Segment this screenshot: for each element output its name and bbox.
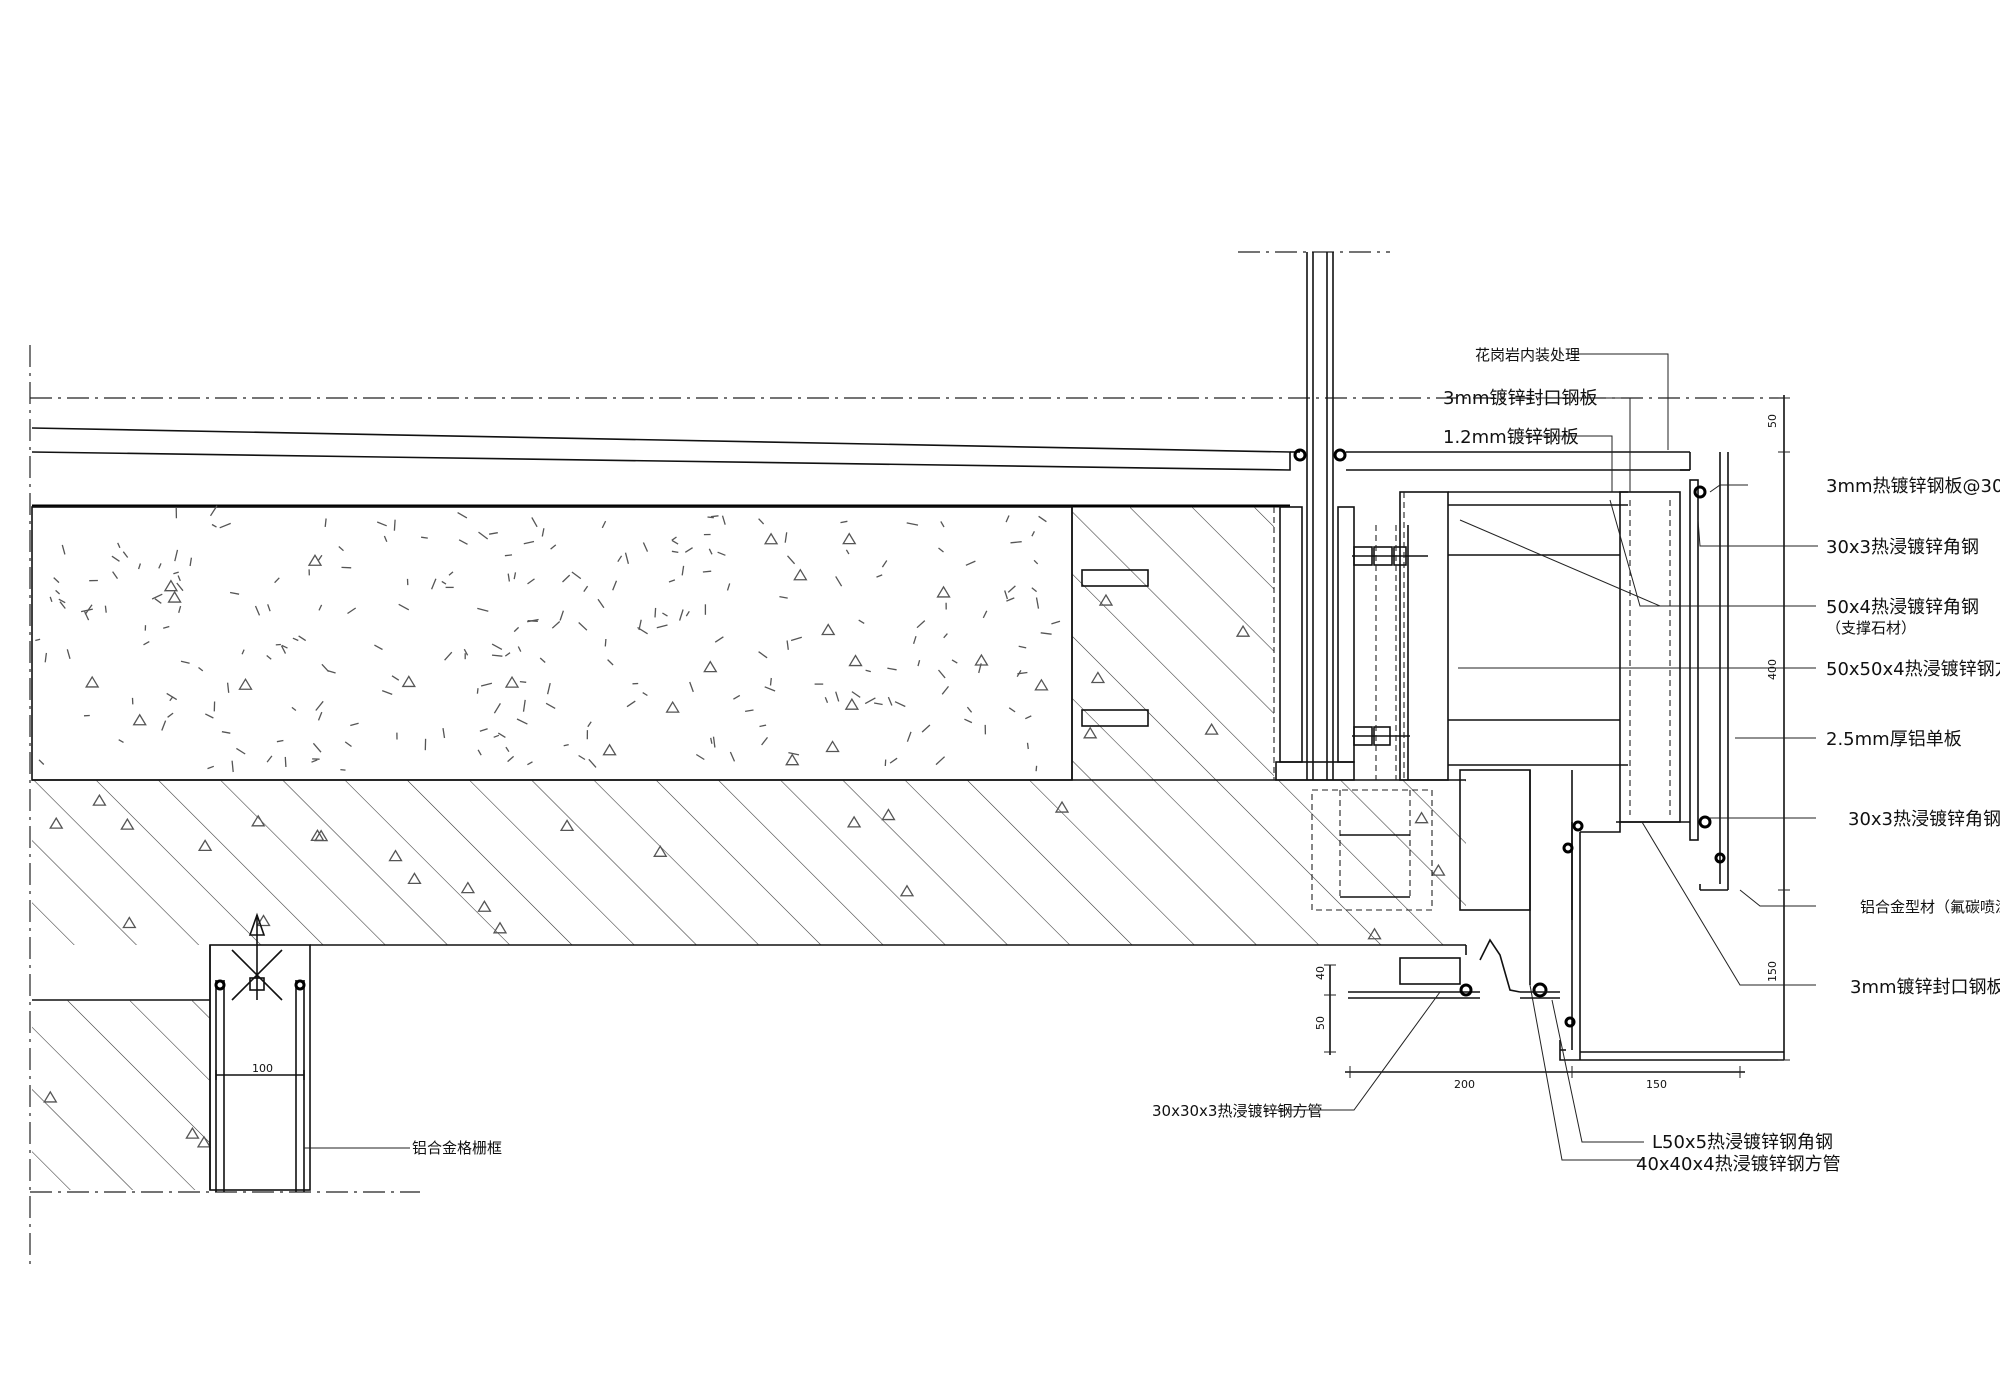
- top-finish-slab: [31, 427, 1691, 508]
- reference-lines: [29, 251, 1785, 1270]
- label-al-grille-frame: 铝合金格栅框: [412, 1139, 502, 1157]
- dimension-lines: [1324, 395, 1790, 1078]
- glass-balustrade: [1273, 252, 1355, 781]
- hatched-concrete: [32, 507, 1466, 1190]
- label-angle-L50x5: L50x5热浸镀锌钢角钢: [1652, 1132, 1833, 1153]
- annotations: 花岗岩内装处理 3mm镀锌封口钢板 1.2mm镀锌钢板 3mm热镀锌钢板@300…: [412, 346, 2000, 1175]
- dimension-text: 50 400 150 40 50 200 150 100: [252, 414, 1779, 1091]
- label-angle-30x3-top: 30x3热浸镀锌角钢: [1826, 537, 1979, 558]
- label-hdg-plate-300: 3mm热镀锌钢板@300: [1826, 476, 2000, 497]
- label-seal-plate-bottom: 3mm镀锌封口钢板: [1850, 977, 2000, 998]
- dim-400: 400: [1766, 659, 1779, 680]
- aggregate-concrete: [31, 505, 1073, 781]
- label-angle-30x3-bottom: 30x3热浸镀锌角钢: [1848, 809, 2000, 830]
- dim-150-bottom: 150: [1646, 1078, 1667, 1091]
- label-tube-50x50x4: 50x50x4热浸镀锌钢方管: [1826, 659, 2000, 680]
- dim-100: 100: [252, 1062, 273, 1075]
- label-granite-treatment: 花岗岩内装处理: [1475, 346, 1580, 364]
- leader-lines: [304, 353, 1818, 1161]
- label-angle-50x4: 50x4热浸镀锌角钢: [1826, 597, 1979, 618]
- label-tube-40x40x4: 40x40x4热浸镀锌钢方管: [1636, 1154, 1841, 1175]
- dim-200: 200: [1454, 1078, 1475, 1091]
- anchor-bolts: [1352, 525, 1428, 780]
- label-al-panel-2-5: 2.5mm厚铝单板: [1826, 729, 1962, 750]
- dim-40: 40: [1314, 966, 1327, 980]
- label-angle-50x4-note: （支撑石材）: [1826, 619, 1916, 637]
- aluminium-grille-frame: [209, 912, 311, 1192]
- dim-50-left: 50: [1314, 1016, 1327, 1030]
- label-seal-plate-top: 3mm镀锌封口钢板: [1443, 388, 1598, 409]
- dim-150-right: 150: [1766, 961, 1779, 982]
- label-galv-plate-1-2: 1.2mm镀锌钢板: [1443, 427, 1579, 448]
- dim-50-top: 50: [1766, 414, 1779, 428]
- label-tube-30x30x3: 30x30x3热浸镀锌钢方管: [1152, 1102, 1322, 1120]
- steel-frame: [1311, 452, 1784, 1061]
- label-al-profile: 铝合金型材（氟碳喷涂）: [1860, 898, 2000, 916]
